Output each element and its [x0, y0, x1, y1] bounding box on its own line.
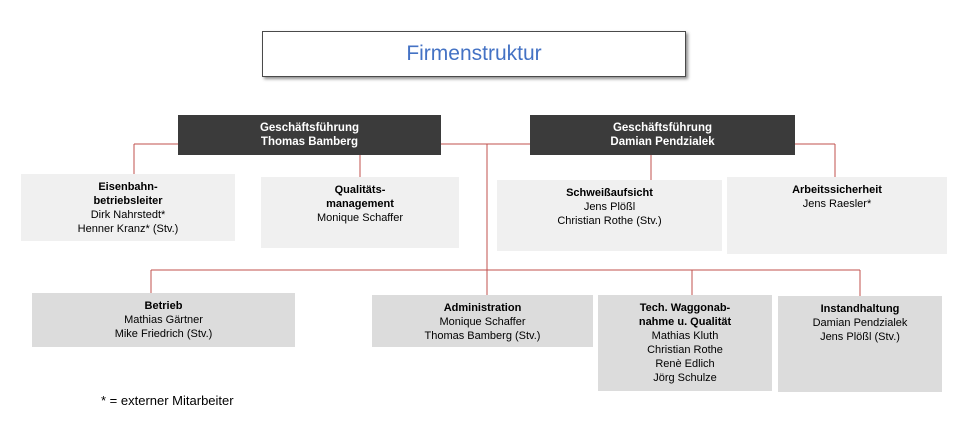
box-person: Mathias Kluth	[651, 330, 719, 342]
box-title: nahme u. Qualität	[638, 316, 732, 328]
department-box: Instandhaltung Damian Pendzialek Jens Pl…	[778, 296, 942, 392]
box-person: Jens Raesler*	[802, 198, 872, 210]
box-person: Monique Schaffer	[439, 316, 526, 328]
box-person: Thomas Bamberg (Stv.)	[424, 330, 541, 342]
chart-title: Firmenstruktur	[262, 31, 686, 77]
leader-role: Geschäftsführung	[612, 122, 713, 134]
staff-box: Eisenbahn- betriebsleiter Dirk Nahrstedt…	[21, 174, 235, 241]
box-title: Tech. Waggonab-	[639, 302, 731, 314]
box-person: Mike Friedrich (Stv.)	[114, 328, 213, 340]
department-box: Betrieb Mathias Gärtner Mike Friedrich (…	[32, 293, 295, 347]
box-person: Dirk Nahrstedt*	[90, 209, 166, 221]
leader-box: Geschäftsführung Damian Pendzialek	[530, 115, 795, 155]
box-title: management	[326, 198, 394, 210]
box-title: Eisenbahn-	[98, 181, 158, 193]
leader-name: Damian Pendzialek	[610, 136, 715, 148]
box-person: Henner Kranz* (Stv.)	[77, 223, 179, 235]
box-title: Arbeitssicherheit	[792, 184, 882, 196]
department-box: Administration Monique Schaffer Thomas B…	[372, 295, 593, 347]
box-person: Jörg Schulze	[653, 372, 717, 384]
leader-role: Geschäftsführung	[259, 122, 360, 134]
box-title: Schweißaufsicht	[566, 187, 653, 199]
box-person: Monique Schaffer	[316, 212, 404, 224]
box-title: Qualitäts-	[334, 184, 386, 196]
box-person: Jens Plößl (Stv.)	[820, 331, 900, 343]
box-title: Instandhaltung	[820, 303, 900, 315]
box-person: Christian Rothe	[647, 344, 723, 356]
footnote: * = externer Mitarbeiter	[101, 393, 234, 408]
box-person: Mathias Gärtner	[124, 314, 203, 326]
box-person: Jens Plößl	[583, 201, 636, 213]
box-title: Betrieb	[144, 300, 183, 312]
box-person: Renè Edlich	[655, 358, 715, 370]
box-title: betriebsleiter	[93, 195, 163, 207]
staff-box: Arbeitssicherheit Jens Raesler*	[727, 177, 947, 254]
box-person: Christian Rothe (Stv.)	[557, 215, 662, 227]
box-title: Administration	[443, 302, 522, 314]
staff-box: Schweißaufsicht Jens Plößl Christian Rot…	[497, 180, 722, 251]
leader-box: Geschäftsführung Thomas Bamberg	[178, 115, 441, 155]
staff-box: Qualitäts- management Monique Schaffer	[261, 177, 459, 248]
leader-name: Thomas Bamberg	[260, 136, 359, 148]
box-person: Damian Pendzialek	[812, 317, 908, 329]
department-box: Tech. Waggonab- nahme u. Qualität Mathia…	[598, 295, 772, 391]
